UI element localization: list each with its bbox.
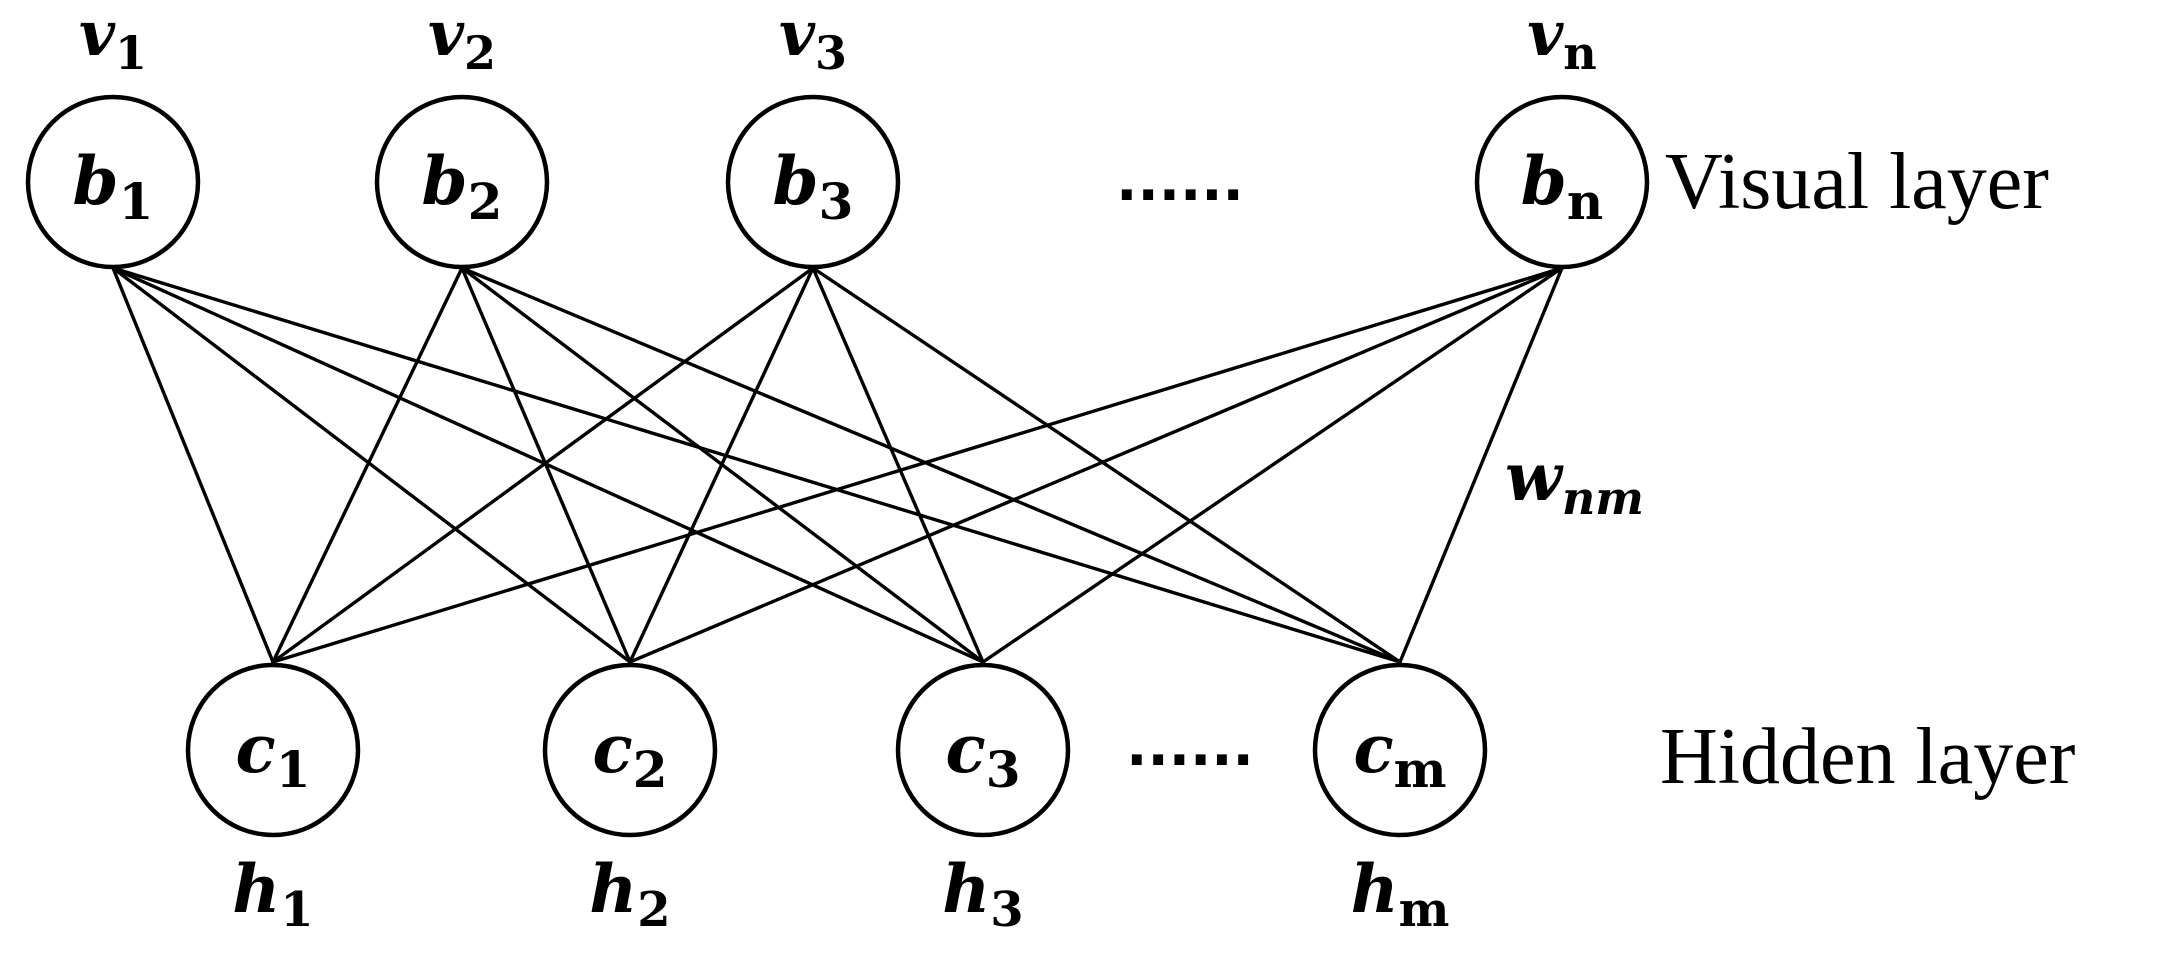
hidden-node-bias-label: c2	[593, 710, 668, 799]
visible-node-circle	[1474, 94, 1650, 270]
edge-v1-h4	[111, 266, 1402, 664]
hidden-node-unit-label: hm	[1351, 850, 1450, 938]
visible-node-bias-label: bn	[1521, 142, 1604, 231]
hidden-ellipsis: ......	[1126, 714, 1254, 779]
visible-node-bias-label: b3	[773, 142, 854, 231]
edge-v3-h3	[811, 266, 985, 664]
visible-node-circle	[374, 94, 550, 270]
visible-node-4: bn vn	[1474, 0, 1650, 270]
visual-layer-label: Visual layer	[1665, 138, 2049, 226]
hidden-node-unit-label: h2	[589, 850, 670, 938]
edge-v4-h4	[1398, 266, 1564, 664]
visible-node-1: b1 v1	[25, 0, 201, 270]
hidden-node-3: c3 h3	[895, 662, 1071, 938]
hidden-node-2: c2 h2	[542, 662, 718, 938]
visible-node-unit-label: v3	[779, 0, 847, 80]
hidden-node-circle	[1312, 662, 1488, 838]
edge-v2-h1	[271, 266, 464, 664]
visible-node-bias-label: b1	[73, 142, 154, 231]
weight-label: wnm	[1505, 438, 1644, 525]
edge-v4-h3	[981, 266, 1564, 664]
edge-v4-h2	[628, 266, 1564, 664]
edge-v1-h2	[111, 266, 632, 664]
hidden-layer-nodes: c1 h1 c2 h2 c3 h3 cm hm	[185, 662, 1488, 938]
hidden-layer-label: Hidden layer	[1660, 713, 2075, 801]
visible-layer-nodes: b1 v1 b2 v2 b3 v3 bn vn	[25, 0, 1650, 270]
edge-v1-h3	[111, 266, 985, 664]
hidden-node-bias-label: c1	[236, 710, 311, 799]
hidden-node-4: cm hm	[1312, 662, 1488, 938]
visible-node-bias-label: b2	[422, 142, 503, 231]
visible-node-2: b2 v2	[374, 0, 550, 270]
edge-v2-h4	[460, 266, 1402, 664]
edge-v3-h1	[271, 266, 815, 664]
hidden-node-unit-label: h3	[942, 850, 1023, 938]
visible-ellipsis: ......	[1116, 149, 1244, 214]
hidden-node-1: c1 h1	[185, 662, 361, 938]
hidden-node-circle	[185, 662, 361, 838]
visible-node-circle	[25, 94, 201, 270]
edge-v4-h1	[271, 266, 1564, 664]
hidden-node-circle	[542, 662, 718, 838]
connection-edges	[111, 266, 1564, 664]
visible-node-circle	[725, 94, 901, 270]
edge-v2-h2	[460, 266, 632, 664]
visible-node-unit-label: v2	[428, 0, 496, 80]
visible-node-unit-label: vn	[1527, 0, 1596, 80]
edge-v3-h2	[628, 266, 815, 664]
edge-v3-h4	[811, 266, 1402, 664]
hidden-node-unit-label: h1	[232, 850, 313, 938]
hidden-node-bias-label: c3	[946, 710, 1021, 799]
visible-node-3: b3 v3	[725, 0, 901, 270]
visible-node-unit-label: v1	[79, 0, 147, 80]
hidden-node-bias-label: cm	[1353, 710, 1446, 799]
edge-v1-h1	[111, 266, 275, 664]
hidden-node-circle	[895, 662, 1071, 838]
